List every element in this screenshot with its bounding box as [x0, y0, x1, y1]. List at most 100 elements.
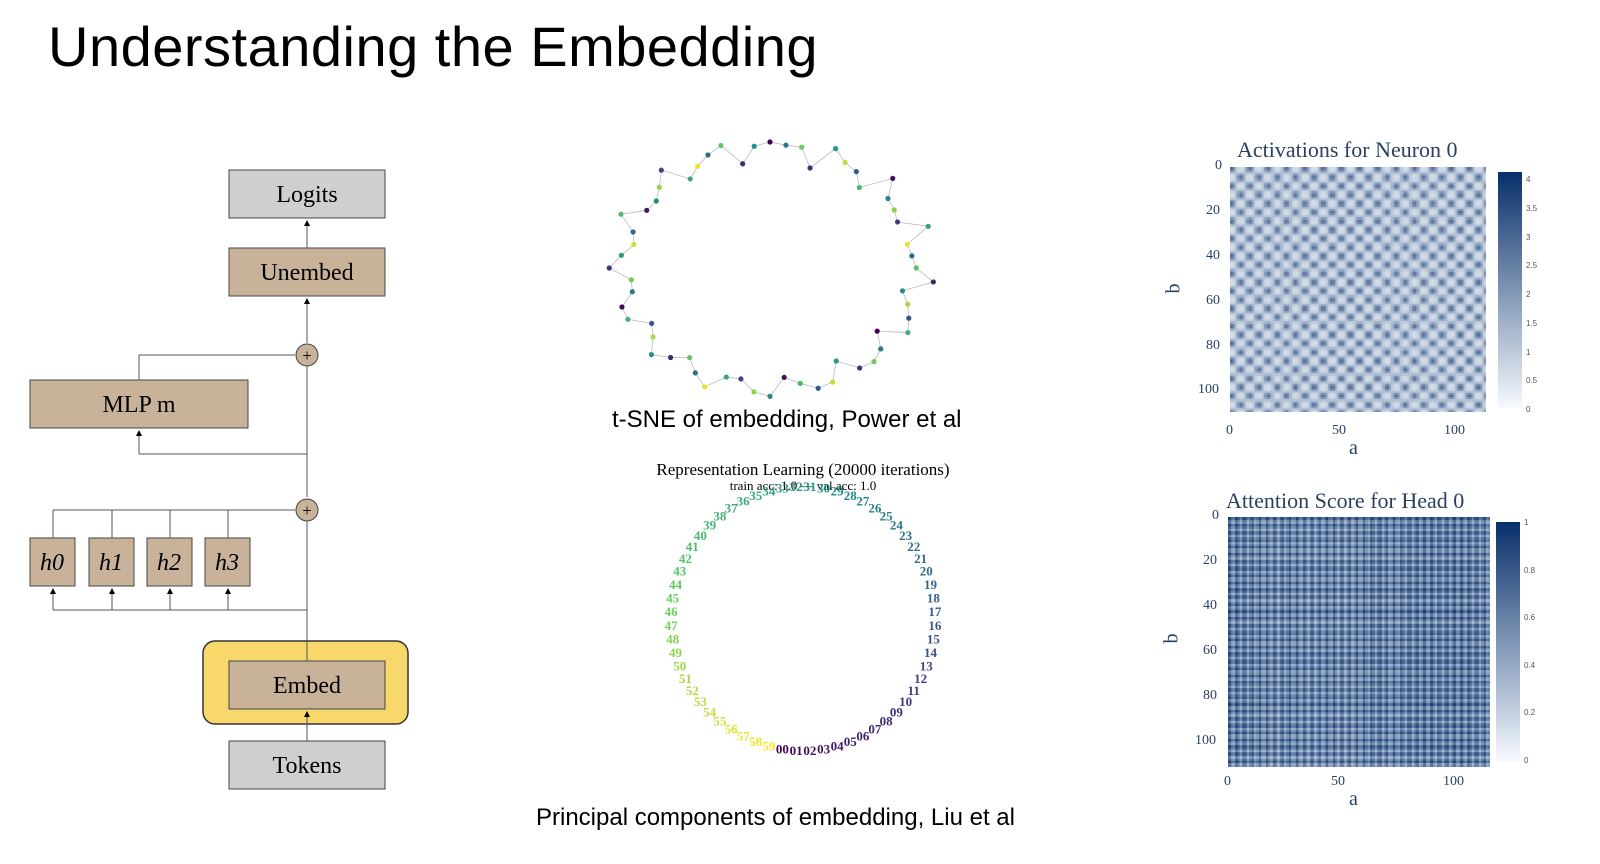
pca-label: 59 [762, 739, 776, 754]
tsne-point [905, 301, 911, 307]
logits-block [228, 169, 386, 219]
pca-label: 38 [713, 508, 727, 523]
tsne-edge [694, 372, 706, 388]
tsne-point [904, 241, 910, 247]
tsne-edge [769, 377, 785, 397]
y-tick: 60 [1203, 643, 1217, 658]
pca-label: 20 [920, 564, 933, 579]
logits-label: Logits [276, 182, 337, 208]
pca-label: 14 [924, 645, 938, 660]
pca-label: 03 [817, 741, 831, 756]
pca-label: 18 [927, 590, 941, 605]
tsne-point [751, 389, 757, 395]
tsne-edge [621, 291, 633, 308]
mlp-block [29, 379, 249, 429]
pca-label: 41 [686, 539, 699, 554]
pca-label: 19 [924, 577, 938, 592]
tsne-point [899, 288, 906, 294]
tsne-point [618, 211, 624, 217]
tsne-edge [915, 267, 934, 283]
unembed-label: Unembed [260, 260, 353, 286]
pca-label: 08 [880, 714, 894, 729]
tsne-point [930, 279, 936, 285]
colorbar-tick: 2 [1526, 290, 1531, 299]
pca-label: 31 [803, 479, 816, 494]
tokens-block [228, 740, 386, 790]
pca-label: 26 [868, 500, 882, 515]
tsne-point [619, 304, 625, 310]
y-tick: 100 [1198, 382, 1219, 397]
pca-label: 29 [831, 483, 845, 498]
pca-label: 33 [776, 481, 790, 496]
tsne-point [630, 229, 636, 235]
tokens-label: Tokens [273, 753, 342, 779]
tsne-edge [707, 145, 722, 156]
colorbar-tick: 0 [1524, 756, 1529, 765]
x-axis-label: a [1349, 788, 1358, 810]
tsne-point [857, 365, 863, 371]
y-tick: 100 [1195, 733, 1216, 748]
tsne-edge [740, 378, 755, 393]
x-tick: 0 [1224, 774, 1231, 789]
pca-label: 00 [776, 741, 789, 756]
tsne-point [799, 144, 805, 150]
x-tick: 100 [1443, 774, 1464, 789]
y-tick: 60 [1206, 293, 1220, 308]
tsne-point [618, 252, 624, 258]
tsne-edge [661, 169, 691, 180]
pca-caption: Principal components of embedding, Liu e… [536, 804, 1015, 831]
tsne-point [687, 176, 693, 182]
x-tick: 0 [1226, 423, 1233, 438]
colorbar [1498, 172, 1522, 408]
tsne-point [740, 161, 746, 167]
tsne-point [853, 169, 859, 175]
pca-label: 11 [908, 683, 920, 698]
colorbar-tick: 0.6 [1524, 613, 1536, 623]
x-tick: 50 [1332, 423, 1346, 438]
pca-label: 10 [899, 694, 912, 709]
pca-label: 24 [890, 518, 904, 533]
tsne-point [653, 198, 659, 204]
tsne-edge [907, 226, 929, 245]
pca-label: 52 [686, 683, 699, 698]
tsne-edge [859, 361, 875, 369]
tsne-point [767, 393, 773, 399]
tsne-point [658, 167, 664, 173]
pca-label: 53 [694, 694, 708, 709]
pca-label: 50 [673, 658, 686, 673]
tsne-edge [627, 318, 652, 324]
x-axis-label: a [1349, 437, 1358, 459]
pca-label: 17 [928, 604, 942, 619]
pca-label: 15 [927, 632, 941, 647]
pca-label: 35 [749, 488, 763, 503]
tsne-point [629, 289, 635, 295]
pca-label: 07 [868, 722, 882, 737]
pca-label: 23 [899, 528, 913, 543]
tsne-edge [769, 141, 787, 146]
colorbar-tick: 0.2 [1524, 708, 1536, 718]
attention-heatmap [1228, 517, 1490, 767]
pca-label: 30 [817, 481, 830, 496]
tsne-point [667, 354, 674, 361]
y-tick: 0 [1215, 158, 1222, 173]
head-block-2 [146, 537, 193, 587]
tsne-edge [809, 148, 836, 169]
pca-label: 16 [928, 618, 942, 633]
y-tick: 40 [1203, 598, 1217, 613]
tsne-point [905, 329, 911, 336]
head-block-3 [204, 537, 251, 587]
tsne-edge [784, 376, 801, 384]
tsne-edge [651, 354, 671, 358]
head-block-1 [88, 537, 135, 587]
pca-label: 37 [725, 500, 739, 515]
pca-label: 13 [920, 658, 934, 673]
pca-label: 47 [665, 618, 679, 633]
tsne-edge [742, 146, 755, 165]
tsne-point [874, 328, 880, 334]
colorbar-tick: 0.4 [1524, 660, 1536, 670]
unembed-block [228, 247, 386, 297]
plus-sign: + [302, 346, 312, 365]
pca-label: 22 [907, 539, 920, 554]
